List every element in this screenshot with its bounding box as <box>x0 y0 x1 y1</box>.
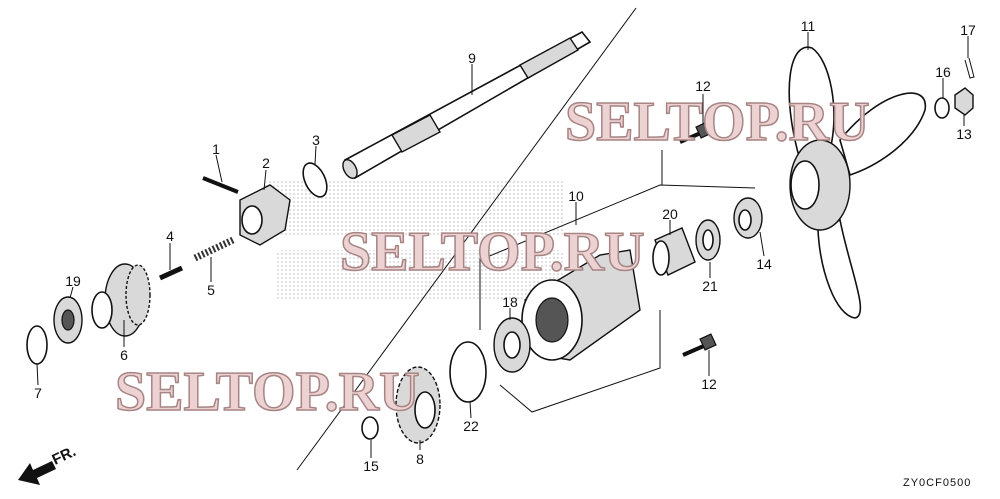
pin <box>202 176 239 194</box>
callout-6: 6 <box>120 347 128 363</box>
callout-13: 13 <box>956 126 972 142</box>
callout-1: 1 <box>212 141 220 157</box>
callout-4: 4 <box>166 228 174 244</box>
callout-11: 11 <box>801 18 816 34</box>
callout-21: 21 <box>702 278 718 294</box>
callout-12-bottom: 12 <box>701 376 717 392</box>
pin-small <box>158 265 184 281</box>
callout-20: 20 <box>662 206 678 222</box>
boundary-line <box>296 7 637 471</box>
propeller-shaft <box>342 30 592 180</box>
oil-seal-bore <box>702 229 714 251</box>
callout-2: 2 <box>262 155 270 171</box>
boundary-line <box>499 310 661 413</box>
drawing-code: ZY0CF0500 <box>903 477 971 489</box>
thrust-holder-bore <box>738 209 752 231</box>
bolt <box>682 343 707 357</box>
callout-19: 19 <box>65 273 81 289</box>
forward-gear <box>91 263 151 337</box>
cotter-pin <box>964 57 975 79</box>
watermark-seltop-2: SELTOP.RU <box>340 221 645 283</box>
o-ring <box>449 341 487 403</box>
bolt-head <box>695 121 713 139</box>
direction-label: FR. <box>50 443 79 469</box>
callout-7: 7 <box>34 385 42 401</box>
callout-22: 22 <box>463 418 479 434</box>
boundary-line <box>479 184 756 261</box>
needle-bearing <box>493 317 531 373</box>
callout-18: 18 <box>502 294 518 310</box>
leader-lines <box>36 32 969 458</box>
callout-12-top: 12 <box>695 78 711 94</box>
bolt-head <box>699 333 717 351</box>
callout-10: 10 <box>568 188 584 204</box>
callout-5: 5 <box>207 282 215 298</box>
watermark-seltop-1: SELTOP.RU <box>565 91 870 153</box>
washer <box>934 97 950 119</box>
callout-14: 14 <box>756 256 772 272</box>
shim <box>26 325 48 365</box>
callout-3: 3 <box>312 132 320 148</box>
thrust-washer <box>361 416 379 440</box>
spring <box>193 236 235 262</box>
arrow-icon <box>18 461 56 485</box>
reverse-gear <box>395 366 441 444</box>
propeller-nut <box>954 87 974 116</box>
watermark-seltop-3: SELTOP.RU <box>115 361 420 423</box>
bearing-holder <box>521 249 641 361</box>
propeller <box>788 46 927 319</box>
callout-8: 8 <box>416 451 424 467</box>
callout-9: 9 <box>468 50 476 66</box>
callout-16: 16 <box>935 64 951 80</box>
roller-bearing <box>652 227 696 276</box>
front-direction-arrow: FR. <box>18 443 79 485</box>
callout-15: 15 <box>363 458 379 474</box>
callout-17: 17 <box>960 22 976 38</box>
bearing <box>53 296 83 344</box>
ring <box>302 162 328 198</box>
watermark-honda-logo <box>265 180 565 300</box>
clutch <box>239 184 291 246</box>
